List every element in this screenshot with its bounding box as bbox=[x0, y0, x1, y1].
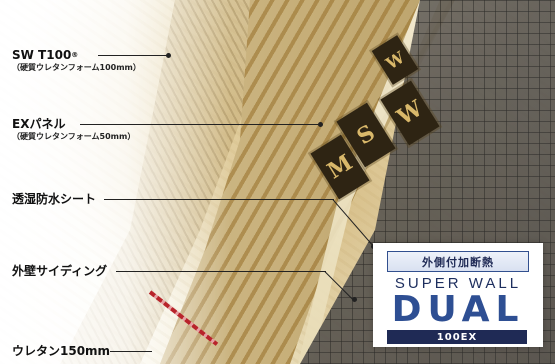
left-fade bbox=[0, 0, 230, 364]
leader-dot bbox=[166, 53, 171, 58]
leader-dot bbox=[318, 122, 323, 127]
callout-sub: （硬質ウレタンフォーム100mm） bbox=[12, 63, 141, 72]
badge-product: DUAL bbox=[391, 289, 525, 330]
leader-line bbox=[110, 351, 152, 352]
callout-name: 透湿防水シート bbox=[12, 192, 97, 206]
leader-dot bbox=[352, 297, 357, 302]
leader-line bbox=[98, 55, 168, 56]
leader-line bbox=[80, 124, 320, 125]
callout-name: EXパネル bbox=[12, 117, 66, 131]
callout-exterior-siding: 外壁サイディング bbox=[12, 264, 107, 278]
callout-urethane-150mm: ウレタン150mm bbox=[12, 344, 110, 358]
callout-name: ウレタン150mm bbox=[12, 344, 111, 358]
callout-name: SW T100® bbox=[12, 48, 79, 62]
callout-sw-t100: SW T100® （硬質ウレタンフォーム100mm） bbox=[12, 48, 141, 73]
leader-line bbox=[104, 199, 334, 200]
badge-brand: SUPER WALL bbox=[394, 275, 522, 292]
badge-top-label: 外側付加断熱 bbox=[387, 251, 529, 272]
leader-line bbox=[116, 271, 326, 272]
badge-model: 100EX bbox=[387, 330, 527, 344]
callout-waterproof-sheet: 透湿防水シート bbox=[12, 192, 96, 206]
callout-ex-panel: EXパネル （硬質ウレタンフォーム50mm） bbox=[12, 117, 135, 142]
callout-sub: （硬質ウレタンフォーム50mm） bbox=[12, 132, 136, 141]
callout-name: 外壁サイディング bbox=[12, 264, 108, 278]
product-badge: 外側付加断熱 SUPER WALL DUAL 100EX bbox=[373, 243, 543, 347]
registered-mark: ® bbox=[71, 51, 79, 59]
